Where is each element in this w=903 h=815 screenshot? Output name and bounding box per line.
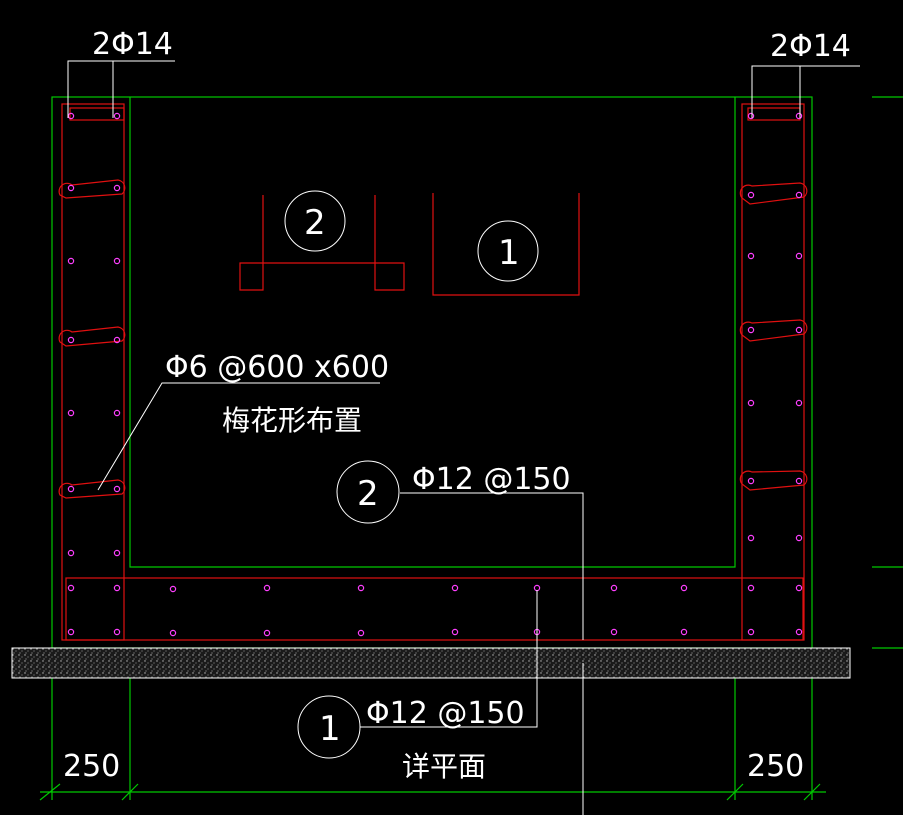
rebar-dot: [747, 191, 755, 199]
marker-2-top: 2: [304, 203, 326, 243]
rebar-dot: [747, 534, 755, 542]
rebar-dot: [795, 191, 803, 199]
rebar-dot: [795, 399, 803, 407]
rebar-dot: [113, 628, 121, 636]
plan-title: 详平面: [402, 750, 486, 783]
rebar-dot: [113, 584, 121, 592]
marker-2-callout: 2: [357, 474, 379, 514]
rebar-dot: [263, 629, 271, 637]
rebar-dot: [610, 584, 618, 592]
rebar-dot: [113, 485, 121, 493]
rebar-dot: [113, 112, 121, 120]
top-right-rebar-label: 2Φ14: [770, 29, 851, 64]
rebar-dot: [169, 585, 177, 593]
rebar-dot: [747, 399, 755, 407]
rebar-dot: [795, 252, 803, 260]
rebar-dot: [113, 184, 121, 192]
rebar-dot: [747, 112, 755, 120]
rebar-dot: [67, 112, 75, 120]
longitudinal-bars: [67, 112, 803, 637]
rebar-dot: [113, 257, 121, 265]
rebar-dot: [67, 485, 75, 493]
rebar-dot: [795, 477, 803, 485]
rebar-dot: [67, 336, 75, 344]
rebar-dot: [747, 477, 755, 485]
rebar-dot: [533, 584, 541, 592]
rebar-dot: [263, 584, 271, 592]
detail-2-shape: [239, 195, 405, 291]
callout-1-label: Φ12 @150: [366, 696, 525, 731]
rebar-dot: [113, 409, 121, 417]
rebar-dot: [67, 409, 75, 417]
tie-spec-label: Φ6 @600 x600: [165, 350, 389, 385]
rebar-dot: [67, 184, 75, 192]
rebar-dot: [610, 628, 618, 636]
callout-2-label: Φ12 @150: [412, 462, 571, 497]
rebar-dot: [67, 549, 75, 557]
rebar-dot: [113, 336, 121, 344]
tie-hooks: [58, 179, 808, 499]
rebar-dot: [680, 584, 688, 592]
rebar-dot: [451, 628, 459, 636]
rebar-dot: [451, 584, 459, 592]
rebar-dot: [795, 534, 803, 542]
dim-right-label: 250: [747, 749, 804, 784]
dim-left-label: 250: [63, 749, 120, 784]
rebar-dot: [680, 628, 688, 636]
rebar-dot: [169, 629, 177, 637]
rebar-dot: [747, 584, 755, 592]
rebar-dot: [113, 549, 121, 557]
rebar-dot: [357, 584, 365, 592]
rebar-dot: [795, 326, 803, 334]
rebar-dot: [747, 628, 755, 636]
foundation-cushion: [11, 647, 851, 679]
rebar-dot: [357, 629, 365, 637]
rebar-dot: [795, 628, 803, 636]
rebar-dot: [747, 252, 755, 260]
rebar-dot: [67, 584, 75, 592]
top-left-rebar-label: 2Φ14: [92, 27, 173, 62]
tie-layout-note: 梅花形布置: [222, 404, 362, 437]
rebar-dot: [67, 257, 75, 265]
marker-1-top: 1: [498, 233, 520, 273]
rebar-dot: [747, 326, 755, 334]
detail-1-shape: [432, 193, 580, 296]
leader-lines: [67, 60, 860, 815]
rebar-dot: [795, 584, 803, 592]
marker-1-callout: 1: [319, 709, 341, 749]
rebar-dot: [795, 112, 803, 120]
rebar-dot: [67, 628, 75, 636]
wall-outline: [39, 96, 903, 801]
